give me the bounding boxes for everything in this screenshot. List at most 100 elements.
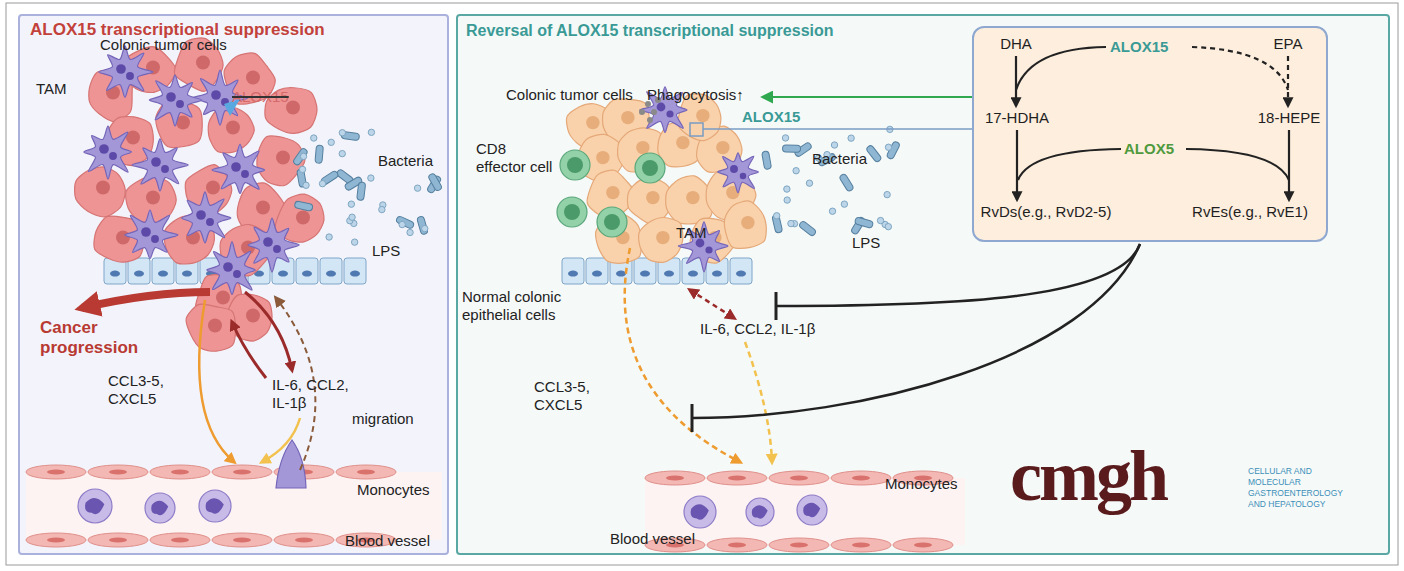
cell-nucleus	[126, 131, 140, 145]
tumor-cell	[195, 275, 241, 324]
metabolite-name: RvEs(e.g., RvE1)	[1188, 201, 1312, 223]
lps-particle	[877, 217, 883, 223]
macrophage-cell	[84, 126, 132, 179]
macrophage-cell	[212, 144, 265, 193]
endothelial-cell	[88, 465, 148, 479]
zoom-marker	[690, 123, 703, 136]
lps-particle	[339, 130, 345, 136]
tumor-cell	[596, 215, 642, 264]
cell-nucleus	[146, 61, 160, 75]
epithelial-cell	[152, 258, 174, 284]
cell-nucleus	[728, 543, 746, 548]
cell-nucleus	[604, 214, 620, 230]
metabolite-node: 17-HDHA	[978, 107, 1056, 129]
cell-nucleus	[914, 543, 932, 548]
endothelial-cell	[88, 533, 148, 547]
bacterium	[292, 147, 308, 166]
cell-nucleus	[226, 121, 240, 135]
metabolite-node: RvDs(e.g., RvD2-5)	[976, 201, 1116, 223]
lps-particle	[831, 142, 837, 148]
cell-nucleus	[151, 235, 159, 243]
enzyme-label: ALOX15	[1110, 38, 1168, 56]
secretion-arrow	[245, 292, 292, 370]
metabolite-name: EPA	[1262, 33, 1314, 55]
tumor-cell	[106, 117, 153, 166]
bacterium	[395, 215, 414, 229]
cell-nucleus	[326, 271, 336, 277]
chemokine-label: CCL3-5, CXCL5	[108, 372, 180, 408]
cell-nucleus	[47, 538, 65, 543]
cell-label: CD8 effector cell	[476, 140, 558, 176]
process-label: Phagocytosis↑	[647, 86, 744, 104]
cell-nucleus	[656, 231, 669, 244]
cell-nucleus	[151, 157, 161, 167]
epithelial-cell	[562, 258, 584, 284]
monocyte-cell	[145, 493, 175, 523]
endothelial-cell	[274, 465, 334, 479]
lps-label: LPS	[852, 234, 880, 252]
cell-nucleus	[47, 470, 65, 475]
macrophage-cell	[99, 46, 153, 98]
macrophage-cell	[207, 242, 256, 295]
cell-nucleus	[134, 271, 144, 277]
bacteria-label: Bacteria	[812, 150, 867, 168]
tumor-cell	[208, 107, 254, 153]
cell-nucleus	[616, 271, 626, 277]
vessel-lumen	[26, 472, 442, 540]
lps-particle	[887, 126, 893, 132]
zoom-leader	[703, 128, 972, 130]
tumor-cell	[602, 99, 649, 143]
cell-nucleus	[708, 231, 721, 244]
cell-label: Colonic tumor cells	[100, 36, 227, 54]
pathway-arrow	[1287, 56, 1289, 106]
cell-nucleus	[676, 136, 689, 149]
bacterium	[794, 142, 813, 158]
cell-nucleus	[223, 262, 233, 272]
endothelial-cell	[26, 465, 86, 479]
tumor-cell	[627, 178, 674, 225]
cell-nucleus	[85, 498, 104, 514]
cell-nucleus	[852, 476, 870, 481]
epithelial-cell	[706, 258, 728, 284]
cell-nucleus	[592, 271, 602, 277]
vessel-label: Blood vessel	[610, 530, 695, 548]
bacterium	[850, 216, 865, 235]
epithelial-cell	[224, 258, 246, 284]
lps-particle	[414, 185, 420, 191]
cell-nucleus	[206, 218, 214, 226]
cell-nucleus	[606, 186, 619, 199]
lps-particle	[841, 201, 847, 207]
lps-particle	[347, 218, 353, 224]
bacterium	[866, 144, 883, 162]
lps-particle	[793, 168, 799, 174]
phagocytosis-arrow	[764, 96, 972, 98]
epithelial-cell	[272, 258, 294, 284]
epithelial-cell	[658, 258, 680, 284]
epithelial-cell	[296, 258, 318, 284]
cell-label: TAM	[36, 80, 67, 98]
cell-nucleus	[586, 116, 599, 129]
endothelial-cell	[212, 465, 272, 479]
lps-particle	[806, 180, 812, 186]
lps-particle	[782, 135, 788, 141]
lps-particle	[339, 150, 345, 156]
cell-nucleus	[642, 160, 658, 176]
cell-nucleus	[730, 165, 738, 173]
cell-nucleus	[182, 271, 192, 277]
tumor-cell	[228, 294, 272, 341]
lps-particle	[784, 197, 790, 203]
lps-particle	[788, 220, 794, 226]
lps-particle	[885, 144, 891, 150]
cell-nucleus	[263, 237, 273, 247]
pathway-arrow	[1288, 130, 1290, 200]
bacterium	[315, 145, 324, 164]
lps-particle	[885, 223, 891, 229]
cell-nucleus	[696, 109, 709, 122]
epithelial-cell	[176, 258, 198, 284]
lps-particle	[300, 153, 306, 159]
lps-particle	[829, 208, 835, 214]
lps-particle	[848, 135, 854, 141]
pathway-arrow	[1016, 130, 1018, 200]
